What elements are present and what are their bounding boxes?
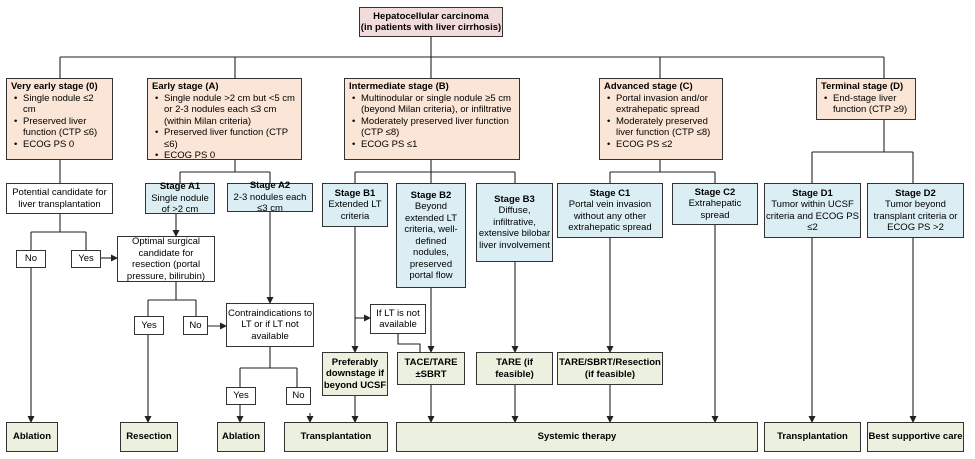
stage-a1-desc: Single nodule of >2 cm (151, 192, 209, 216)
stage-c1-desc: Portal vein invasion without any other e… (568, 199, 652, 233)
stage-a2-box: Stage A2 2-3 nodules each ≤3 cm (227, 180, 313, 215)
tare-box: TARE (if feasible) (476, 352, 553, 385)
stage-c2-desc: Extrahepatic spread (688, 198, 742, 221)
yes-box-1: Yes (71, 250, 101, 268)
stage-c-item: Portal invasion and/or extrahepatic spre… (607, 93, 718, 116)
stage-c-item: ECOG PS ≤2 (607, 139, 718, 151)
stage-b1-desc: Extended LT criteria (328, 199, 382, 222)
stage-0-item: Preserved liver function (CTP ≤6) (14, 116, 108, 139)
potential-lt-box: Potential candidate for liver transplant… (6, 183, 113, 214)
stage-0-title: Very early stage (0) (11, 81, 98, 92)
yes-box-3: Yes (226, 387, 256, 405)
outcome-systemic-therapy-text: Systemic therapy (537, 431, 617, 443)
stage-b-item: ECOG PS ≤1 (352, 139, 515, 151)
outcome-ablation-1: Ablation (6, 422, 58, 452)
stage-d-item: End-stage liver function (CTP ≥9) (824, 93, 911, 116)
downstage-text: Preferably downstage if beyond UCSF (323, 356, 387, 391)
stage-d2-desc: Tumor beyond transplant criteria or ECOG… (873, 199, 958, 233)
tare-text: TARE (if feasible) (495, 357, 534, 380)
yes-label: Yes (141, 319, 157, 331)
stage-b1-title: Stage B1 (334, 187, 376, 199)
outcome-ablation-2: Ablation (217, 422, 265, 452)
stage-a-title: Early stage (A) (152, 81, 219, 92)
stage-a-item: ECOG PS 0 (155, 150, 297, 162)
stage-c2-title: Stage C2 (694, 186, 736, 198)
stage-c-item: Moderately preserved liver function (CTP… (607, 116, 718, 139)
outcome-transplantation-text: Transplantation (300, 431, 372, 443)
outcome-resection: Resection (120, 422, 178, 452)
tace-tare-box: TACE/TARE ±SBRT (397, 352, 465, 385)
stage-d2-title: Stage D2 (895, 187, 936, 199)
stage-0-item: Single nodule ≤2 cm (14, 93, 108, 116)
tace-tare-text: TACE/TARE ±SBRT (404, 357, 458, 380)
no-label: No (189, 319, 202, 331)
stage-b-item: Moderately preserved liver function (CTP… (352, 116, 515, 139)
stage-d2-box: Stage D2 Tumor beyond transplant criteri… (867, 183, 964, 238)
c1-treatment-box: TARE/SBRT/Resection (if feasible) (557, 352, 663, 385)
root-title: Hepatocellular carcinoma (373, 10, 489, 22)
no-box-1: No (16, 250, 46, 268)
stage-a-item: Single nodule >2 cm but <5 cm or 2-3 nod… (155, 93, 297, 128)
stage-b2-box: Stage B2 Beyond extended LT criteria, we… (396, 183, 466, 288)
stage-0-box: Very early stage (0) Single nodule ≤2 cm… (6, 78, 113, 160)
outcome-ablation-text: Ablation (222, 431, 260, 443)
stage-d1-box: Stage D1 Tumor within UCSF criteria and … (764, 183, 861, 238)
stage-b-item: Multinodular or single nodule ≥5 cm (bey… (352, 93, 515, 116)
outcome-resection-text: Resection (126, 431, 172, 443)
stage-c2-box: Stage C2 Extrahepatic spread (672, 183, 758, 225)
stage-b3-desc: Diffuse, infiltrative, extensive bilobar… (478, 205, 551, 251)
stage-b2-desc: Beyond extended LT criteria, well-define… (404, 201, 458, 281)
outcome-systemic-therapy: Systemic therapy (396, 422, 758, 452)
yes-label: Yes (78, 253, 94, 265)
outcome-transplantation-text: Transplantation (777, 431, 848, 443)
stage-b1-box: Stage B1 Extended LT criteria (322, 183, 388, 227)
stage-b2-title: Stage B2 (410, 189, 452, 201)
yes-label: Yes (233, 390, 249, 402)
optimal-candidate-text: Optimal surgical candidate for resection… (126, 236, 206, 282)
root-subtitle: (in patients with liver cirrhosis) (360, 22, 502, 33)
stage-a2-title: Stage A2 (249, 180, 291, 192)
stage-d1-desc: Tumor within UCSF criteria and ECOG PS ≤… (766, 199, 859, 233)
stage-a2-desc: 2-3 nodules each ≤3 cm (233, 191, 307, 215)
outcome-transplantation-2: Transplantation (764, 422, 861, 452)
stage-b-title: Intermediate stage (B) (349, 81, 449, 92)
no-box-3: No (286, 387, 311, 405)
outcome-best-supportive-care: Best supportive care (867, 422, 964, 452)
no-label: No (24, 253, 38, 265)
no-box-2: No (183, 316, 208, 335)
stage-a1-title: Stage A1 (159, 181, 201, 193)
outcome-transplantation-1: Transplantation (284, 422, 388, 452)
stage-a1-box: Stage A1 Single nodule of >2 cm (145, 181, 215, 216)
contraindications-box: Contraindications to LT or if LT not ava… (226, 303, 314, 347)
no-label: No (292, 390, 305, 402)
stage-b3-title: Stage B3 (494, 193, 535, 205)
stage-d-box: Terminal stage (D) End-stage liver funct… (816, 78, 916, 120)
stage-d1-title: Stage D1 (792, 187, 833, 199)
stage-a-box: Early stage (A) Single nodule >2 cm but … (147, 78, 302, 162)
downstage-box: Preferably downstage if beyond UCSF (322, 352, 388, 396)
root-box: Hepatocellular carcinoma (in patients wi… (359, 7, 503, 37)
stage-a-item: Preserved liver function (CTP ≤6) (155, 127, 297, 150)
c1-treatment-text: TARE/SBRT/Resection (if feasible) (559, 357, 661, 380)
outcome-ablation-text: Ablation (13, 431, 51, 443)
if-lt-not-available-box: If LT is not available (370, 304, 426, 334)
stage-d-title: Terminal stage (D) (821, 81, 904, 92)
stage-c-title: Advanced stage (C) (604, 81, 693, 92)
yes-box-2: Yes (134, 316, 164, 335)
stage-0-item: ECOG PS 0 (14, 139, 108, 151)
potential-lt-text: Potential candidate for liver transplant… (12, 187, 107, 210)
stage-b-box: Intermediate stage (B) Multinodular or s… (344, 78, 520, 160)
outcome-best-supportive-care-text: Best supportive care (868, 431, 963, 443)
contraindications-text: Contraindications to LT or if LT not ava… (228, 307, 312, 342)
stage-b3-box: Stage B3 Diffuse, infiltrative, extensiv… (476, 183, 553, 262)
stage-c-box: Advanced stage (C) Portal invasion and/o… (599, 78, 723, 160)
stage-c1-box: Stage C1 Portal vein invasion without an… (557, 183, 663, 238)
stage-c1-title: Stage C1 (589, 187, 631, 199)
optimal-candidate-box: Optimal surgical candidate for resection… (117, 236, 215, 282)
if-lt-not-available-text: If LT is not available (376, 307, 420, 331)
